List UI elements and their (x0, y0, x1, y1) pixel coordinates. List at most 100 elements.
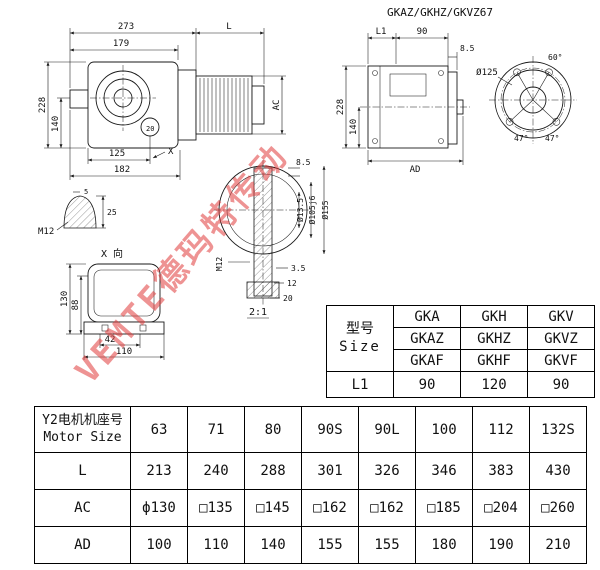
dim-125: 125 (109, 149, 125, 159)
drawing-title: GKAZ/GKHZ/GKVZ67 (387, 6, 493, 19)
dim-47deg-left: 47° (514, 134, 528, 143)
dim-228-rear: 228 (336, 99, 346, 115)
cell: GKA (393, 305, 461, 328)
cell: 110 (187, 526, 245, 564)
dim-47deg-right: 47° (545, 134, 559, 143)
cell: GKV (527, 305, 595, 328)
dim-90: 90 (417, 27, 428, 37)
cell: 90L (358, 406, 416, 453)
cell: □185 (415, 489, 473, 527)
dim-5: 5 (84, 188, 88, 196)
table-row: 型号 Size GKA GKH GKV (326, 305, 595, 372)
row-label: AC (34, 489, 131, 527)
cell: GKHF (460, 349, 528, 372)
cell: 90 (527, 371, 595, 398)
dim-L1: L1 (376, 27, 387, 37)
cell: GKAF (393, 349, 461, 372)
cell: 301 (301, 452, 359, 490)
cell: 155 (358, 526, 416, 564)
size-table: 型号 Size GKA GKH GKV GKAZ GKHZ GKVZ GKAF … (326, 305, 595, 398)
cell: □162 (301, 489, 359, 527)
cell: 430 (529, 452, 587, 490)
cell: 90S (301, 406, 359, 453)
cell: 180 (415, 526, 473, 564)
dim-12: 12 (287, 279, 297, 288)
cell: ф130 (130, 489, 188, 527)
cell: 288 (244, 452, 302, 490)
dim-bolt-circle: Ø125 (476, 67, 498, 78)
size-table-header-en: Size (339, 338, 381, 355)
cell: □145 (244, 489, 302, 527)
dim-3-5: 3.5 (291, 264, 306, 273)
cell: 120 (460, 371, 528, 398)
table-row: L1 90 120 90 (326, 371, 595, 398)
dim-42: 42 (105, 335, 116, 345)
dim-20-shaft: 20 (283, 294, 293, 303)
cell: 71 (187, 406, 245, 453)
dim-110: 110 (116, 347, 132, 357)
dim-182: 182 (114, 165, 130, 175)
dim-M12-shaft: M12 (215, 257, 224, 272)
dim-105: Ø105j6 (307, 195, 317, 224)
dim-88: 88 (71, 300, 81, 311)
technical-drawing: GKAZ/GKHZ/GKVZ67 20 273 L (38, 6, 577, 360)
cell: GKVF (527, 349, 595, 372)
cell: 90 (393, 371, 461, 398)
cell: 155 (301, 526, 359, 564)
cell: 240 (187, 452, 245, 490)
cell: □260 (529, 489, 587, 527)
table-row: GKAZ GKHZ GKVZ (327, 327, 595, 350)
cell: 112 (472, 406, 530, 453)
x-direction-arrow: X (168, 147, 174, 157)
dim-228: 228 (38, 97, 48, 113)
dim-140-rear: 140 (349, 119, 359, 135)
motor-table-header-en: Motor Size (43, 429, 122, 445)
dim-L: L (226, 22, 231, 32)
side-view: 20 273 L 179 228 140 (38, 22, 286, 180)
x-direction-view: X 向 130 88 42 110 (60, 247, 165, 360)
cell: 326 (358, 452, 416, 490)
row-label: AD (34, 526, 131, 564)
dim-M12-key: M12 (38, 227, 54, 237)
dim-60deg: 60° (548, 53, 562, 62)
dim-179: 179 (113, 39, 129, 49)
cell: □135 (187, 489, 245, 527)
motor-table-header-cn: Y2电机机座号 (42, 412, 123, 428)
dim-20: 20 (146, 125, 154, 133)
cell: GKVZ (527, 327, 595, 350)
cell: □204 (472, 489, 530, 527)
dim-140: 140 (51, 116, 61, 132)
shaft-section-detail: 8.5 Ø13.5 Ø105j6 Ø155 M12 3.5 12 20 2:1 (214, 158, 330, 319)
motor-table-header: Y2电机机座号 Motor Size (34, 406, 131, 453)
rear-view: L1 90 8.5 228 140 AD (336, 27, 475, 175)
cell: 213 (130, 452, 188, 490)
table-row: L 213 240 288 301 326 346 383 430 (34, 452, 587, 490)
cell: □162 (358, 489, 416, 527)
size-table-header-cn: 型号 (346, 321, 374, 337)
cell: GKAZ (393, 327, 461, 350)
dim-AC: AC (272, 100, 282, 111)
table-row: GKAF GKHF GKVF (327, 349, 595, 372)
cell: 140 (244, 526, 302, 564)
dim-AD: AD (410, 165, 421, 175)
dim-25: 25 (107, 208, 117, 217)
detail-scale-label: 2:1 (249, 307, 267, 318)
cell: 210 (529, 526, 587, 564)
cell: 80 (244, 406, 302, 453)
cell: 132S (529, 406, 587, 453)
l1-label: L1 (326, 371, 394, 398)
cell: 100 (130, 526, 188, 564)
key-detail: 5 25 M12 (38, 188, 117, 237)
dim-130: 130 (60, 291, 70, 307)
cell: GKHZ (460, 327, 528, 350)
cell: 190 (472, 526, 530, 564)
dim-8-5-shaft: 8.5 (296, 158, 311, 167)
cell: 383 (472, 452, 530, 490)
cell: 63 (130, 406, 188, 453)
cell: 100 (415, 406, 473, 453)
row-label: L (34, 452, 131, 490)
table-row: AD 100 110 140 155 155 180 190 210 (34, 526, 587, 564)
motor-table: Y2电机机座号 Motor Size 63 71 80 90S 90L 100 … (34, 406, 587, 564)
dim-13-5: Ø13.5 (295, 198, 305, 222)
